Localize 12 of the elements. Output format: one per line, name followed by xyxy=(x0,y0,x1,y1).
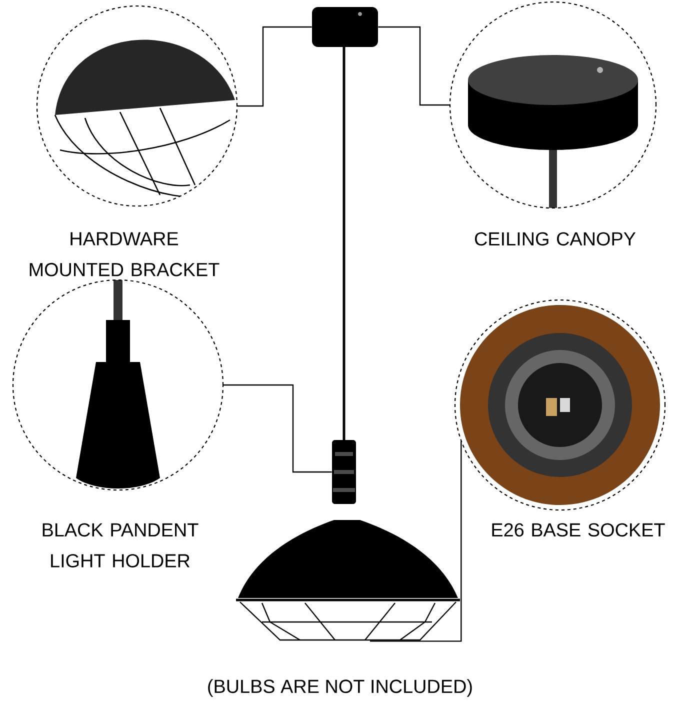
leader-line xyxy=(370,440,462,642)
node-label: CEILING CANOPY xyxy=(474,232,636,246)
leader-line xyxy=(223,384,332,473)
lamp-shade-drawing xyxy=(236,520,460,641)
node-label: BLACK PANDENT LIGHT HOLDER xyxy=(42,523,198,568)
node-label: E26 BASE SOCKET xyxy=(492,523,665,537)
ceiling-canopy-drawing xyxy=(312,7,378,47)
leader-line xyxy=(378,26,450,106)
note: (BULBS ARE NOT INCLUDED) xyxy=(208,679,472,697)
lamp-holder-drawing xyxy=(332,47,356,504)
leader-line xyxy=(237,26,312,107)
node-label: HARDWARE MOUNTED BRACKET xyxy=(30,232,220,276)
